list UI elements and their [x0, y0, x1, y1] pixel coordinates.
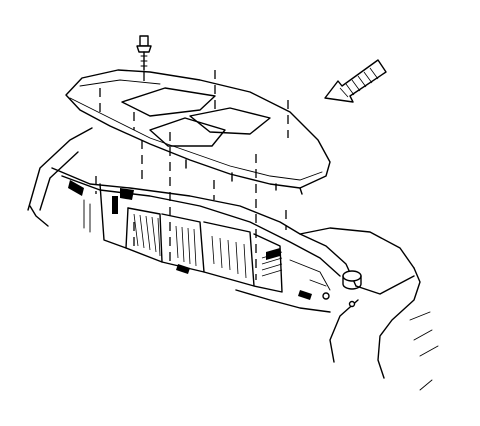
- cowl-cover-panel: [65, 69, 331, 195]
- push-pin-retainer-icon: [136, 35, 152, 71]
- vehicle-cowl-body: [27, 127, 439, 391]
- direction-arrow-icon: [324, 59, 387, 103]
- alignment-lines: [95, 70, 289, 280]
